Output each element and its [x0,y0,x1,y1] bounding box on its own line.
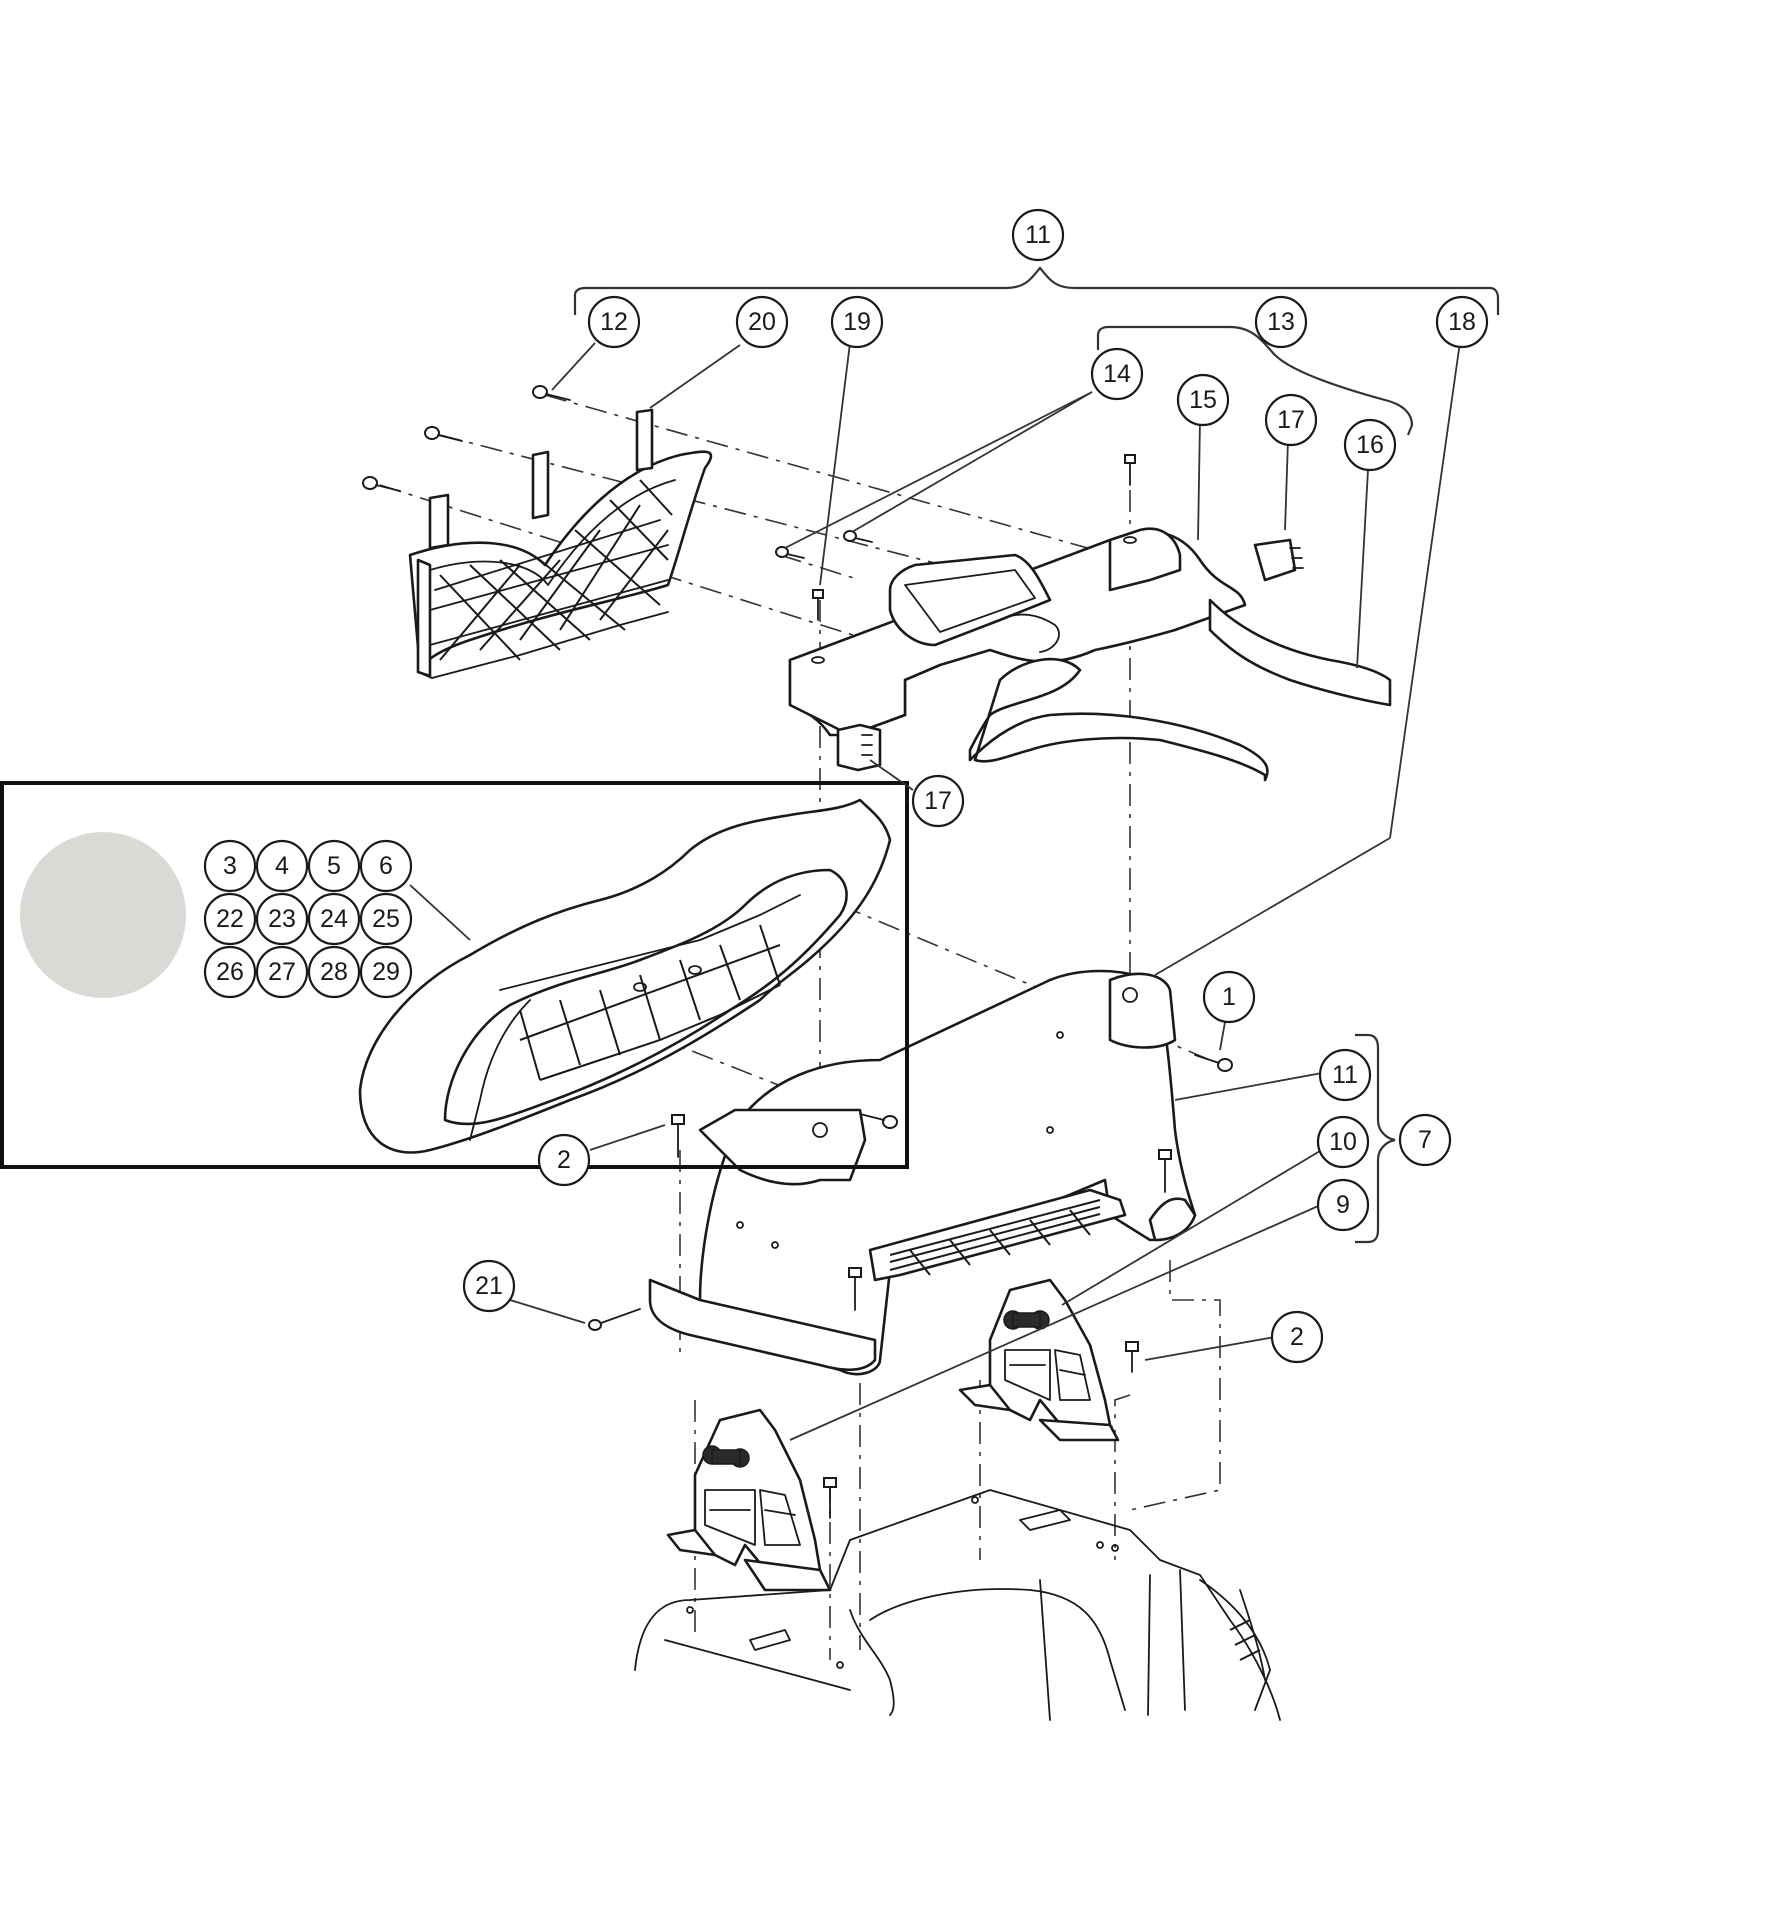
callout-10: 10 [1316,1115,1370,1169]
callout-21: 21 [462,1259,516,1313]
callout-17-top: 17 [1264,393,1318,447]
inset-callout-grid: 3 4 5 6 22 23 24 25 26 27 28 29 [203,839,413,999]
callout-label: 20 [748,308,776,336]
inset-callout-label: 22 [216,905,244,933]
vehicle-frame [634,1489,1281,1721]
seat-base [648,969,1197,1376]
inset-callout-label: 28 [320,958,348,986]
callouts: 11 12 20 19 13 18 14 15 17 16 17 1 11 7 … [462,208,1489,1364]
inset-callout: 26 [203,945,257,999]
callout-20: 20 [735,295,789,349]
base-screws [588,1054,1233,1519]
inset-callout: 25 [359,892,413,946]
callout-label: 11 [1025,221,1051,249]
callout-1: 1 [1202,970,1256,1024]
callout-18: 18 [1435,295,1489,349]
callout-label: 12 [600,308,628,336]
inset-callout: 3 [203,839,257,893]
callout-11-top: 11 [1011,208,1065,262]
inset-callout-label: 23 [268,905,296,933]
callout-14: 14 [1090,347,1144,401]
callout-label: 11 [1332,1061,1358,1089]
hinge-bracket-left [666,1408,832,1592]
callout-label: 16 [1356,431,1384,459]
inset-callout-label: 29 [372,958,400,986]
callout-2-left: 2 [537,1133,591,1187]
callout-label: 9 [1336,1191,1350,1219]
callout-9: 9 [1316,1178,1370,1232]
inset-callout-label: 4 [275,852,289,880]
inset-callout-label: 24 [320,905,348,933]
callout-17-mid: 17 [911,774,965,828]
inset-callout: 4 [255,839,309,893]
callout-label: 18 [1448,308,1476,336]
callout-label: 21 [475,1272,503,1300]
hinge-bracket-right [958,1278,1120,1442]
inset-panel [0,781,909,1169]
callout-label: 17 [1277,406,1305,434]
cargo-net [408,408,713,679]
callout-19: 19 [830,295,884,349]
inset-callout: 22 [203,892,257,946]
callout-label: 15 [1189,386,1217,414]
inset-callout-label: 3 [223,852,237,880]
callout-label: 2 [1290,1323,1304,1351]
callout-16: 16 [1343,418,1397,472]
inset-callout-label: 25 [372,905,400,933]
inset-callout: 23 [255,892,309,946]
callout-2-right: 2 [1270,1310,1324,1364]
inset-callout-label: 27 [268,958,296,986]
inset-callout: 24 [307,892,361,946]
inset-frame [0,781,909,1169]
leader-lines [409,266,1500,1441]
callout-13: 13 [1254,295,1308,349]
callout-label: 2 [557,1146,571,1174]
callout-label: 19 [843,308,871,336]
inset-callout-label: 5 [327,852,341,880]
callout-11-right: 11 [1318,1048,1372,1102]
callout-label: 10 [1329,1128,1357,1156]
inset-gray-disc [20,832,186,998]
callout-15: 15 [1176,373,1230,427]
callout-label: 1 [1222,983,1236,1011]
callout-label: 14 [1103,360,1131,388]
inset-callout: 28 [307,945,361,999]
callout-label: 13 [1267,308,1295,336]
inset-callout: 29 [359,945,413,999]
inset-callout: 27 [255,945,309,999]
callout-12: 12 [587,295,641,349]
upper-bracket-assembly [788,527,1392,782]
callout-label: 17 [924,787,952,815]
inset-callout: 6 [359,839,413,893]
inset-callout-label: 6 [379,852,393,880]
inset-callout: 5 [307,839,361,893]
inset-callout-label: 26 [216,958,244,986]
callout-7: 7 [1398,1113,1452,1167]
callout-label: 7 [1418,1126,1432,1154]
net-screws [362,385,1136,621]
seat-cushion [358,798,892,1154]
